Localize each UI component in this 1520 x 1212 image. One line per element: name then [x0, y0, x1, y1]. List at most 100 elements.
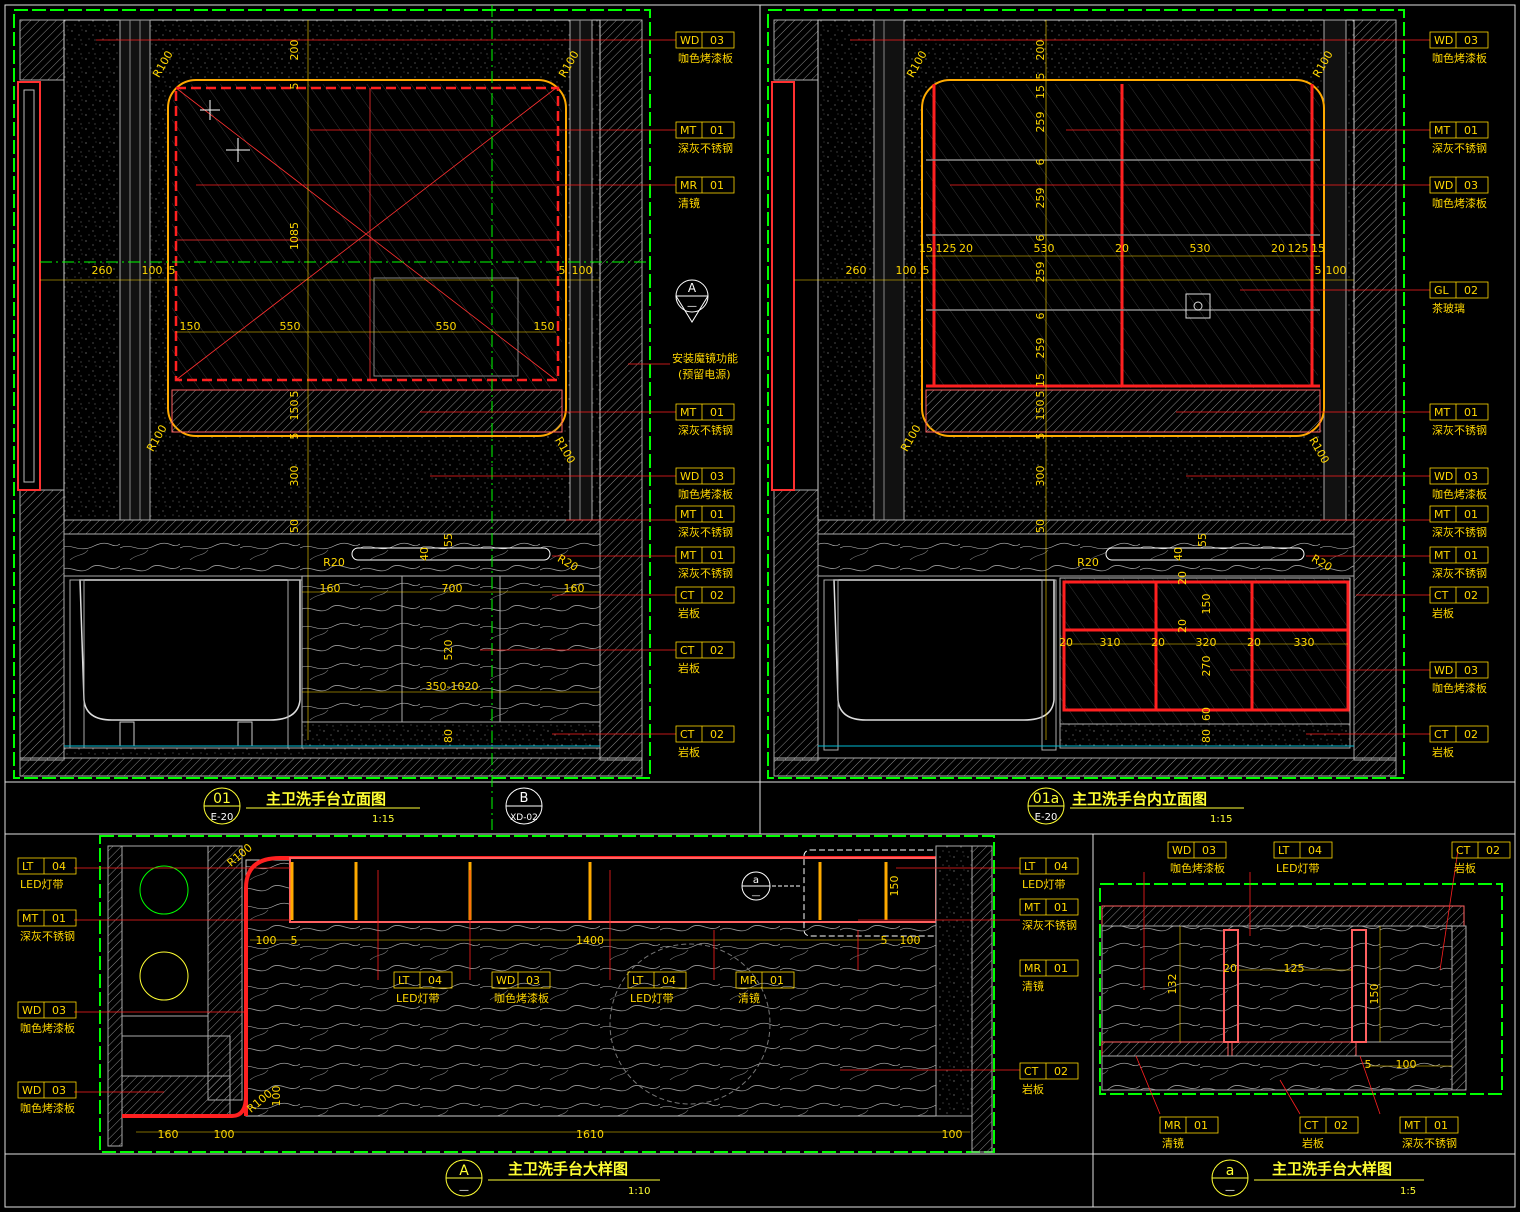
dimension-a: 20: [1223, 962, 1237, 975]
material-description: 咖色烤漆板: [1432, 196, 1487, 210]
dimension-01a: 5: [1034, 73, 1047, 80]
material-code: CT: [680, 589, 695, 602]
dimension-01a: 5: [1034, 433, 1047, 440]
material-code: WD: [680, 34, 699, 47]
material-description: 咖色烤漆板: [20, 1021, 75, 1035]
dimension-01a: 100: [1326, 264, 1347, 277]
material-description: LED灯带: [1276, 862, 1320, 875]
material-number: 02: [1054, 1065, 1068, 1078]
material-description: 清镜: [738, 991, 760, 1005]
material-description: 咖色烤漆板: [678, 51, 733, 65]
material-code: MT: [1434, 124, 1450, 137]
material-description: 深灰不锈钢: [1432, 566, 1487, 580]
dimension-A: 100: [256, 934, 277, 947]
title-A-letter: A: [459, 1163, 469, 1179]
material-code: WD: [22, 1004, 41, 1017]
material-description: 清镜: [1162, 1136, 1184, 1150]
dimension-a: 125: [1284, 962, 1305, 975]
dimension-01a: 20: [1247, 636, 1261, 649]
material-description: 咖色烤漆板: [1432, 681, 1487, 695]
svg-text:B: B: [520, 791, 529, 806]
material-description: 深灰不锈钢: [678, 525, 733, 539]
material-number: 01: [1054, 901, 1068, 914]
material-description: 深灰不锈钢: [1432, 525, 1487, 539]
material-number: 01: [1464, 549, 1478, 562]
dimension-01a: 50: [1034, 519, 1047, 533]
material-description: 深灰不锈钢: [678, 566, 733, 580]
dimension-01a: 20: [959, 242, 973, 255]
material-code: LT: [398, 974, 410, 987]
material-number: 02: [710, 728, 724, 741]
material-number: 04: [52, 860, 66, 873]
material-code: MR: [680, 179, 697, 192]
material-number: 03: [52, 1084, 66, 1097]
title-01-ref: E-20: [211, 812, 234, 823]
material-description: 深灰不锈钢: [1432, 423, 1487, 437]
dimension-A: 100: [942, 1128, 963, 1141]
material-description: 咖色烤漆板: [678, 487, 733, 501]
material-number: 02: [710, 589, 724, 602]
panel-A-plan: [74, 835, 1020, 1153]
dimension-a: 5: [1365, 1058, 1372, 1071]
material-number: 01: [1464, 508, 1478, 521]
dimension-01: 80: [442, 729, 455, 743]
material-code: MT: [22, 912, 38, 925]
material-number: 03: [526, 974, 540, 987]
material-code: CT: [1434, 589, 1449, 602]
material-number: 03: [710, 470, 724, 483]
svg-text:a: a: [753, 875, 759, 886]
material-code: MR: [740, 974, 757, 987]
material-code: WD: [496, 974, 515, 987]
dimension-01: 550: [436, 320, 457, 333]
dimension-01a: 270: [1200, 656, 1213, 677]
title-A: A — 主卫洗手台大样图 1:10: [445, 1159, 660, 1197]
material-description: LED灯带: [630, 992, 674, 1005]
dimension-01a: 5: [923, 264, 930, 277]
material-description: 咖色烤漆板: [20, 1101, 75, 1115]
title-01a-number: 01a: [1033, 791, 1059, 807]
title-a-name: 主卫洗手台大样图: [1272, 1160, 1392, 1178]
dimension-01: 40: [418, 547, 431, 561]
dimension-01a: 5: [1315, 264, 1322, 277]
material-code: CT: [1304, 1119, 1319, 1132]
panel-01a-inner-elevation: [767, 9, 1430, 779]
radius-01: R20: [323, 556, 345, 569]
dimension-01: 150: [288, 400, 301, 421]
dimension-01: 160: [320, 582, 341, 595]
dimension-01: 260: [92, 264, 113, 277]
dimension-01: 200: [288, 40, 301, 61]
material-number: 03: [52, 1004, 66, 1017]
dimension-01a: 300: [1034, 466, 1047, 487]
dimension-01a: 6: [1034, 313, 1047, 320]
material-code: WD: [1172, 844, 1191, 857]
material-code: LT: [632, 974, 644, 987]
material-code: MR: [1164, 1119, 1181, 1132]
dimension-A: 100: [214, 1128, 235, 1141]
dimension-01: 150: [180, 320, 201, 333]
title-a-letter: a: [1226, 1163, 1235, 1179]
dimension-A: 100: [900, 934, 921, 947]
dimension-01a: 150: [1200, 594, 1213, 615]
material-number: 04: [1308, 844, 1322, 857]
dimension-01a: 320: [1196, 636, 1217, 649]
dimension-01: 350-1020: [426, 680, 479, 693]
material-code: CT: [1024, 1065, 1039, 1078]
dimension-01a: 20: [1271, 242, 1285, 255]
title-01-number: 01: [213, 791, 231, 807]
material-code: MR: [1024, 962, 1041, 975]
material-code: WD: [1434, 664, 1453, 677]
